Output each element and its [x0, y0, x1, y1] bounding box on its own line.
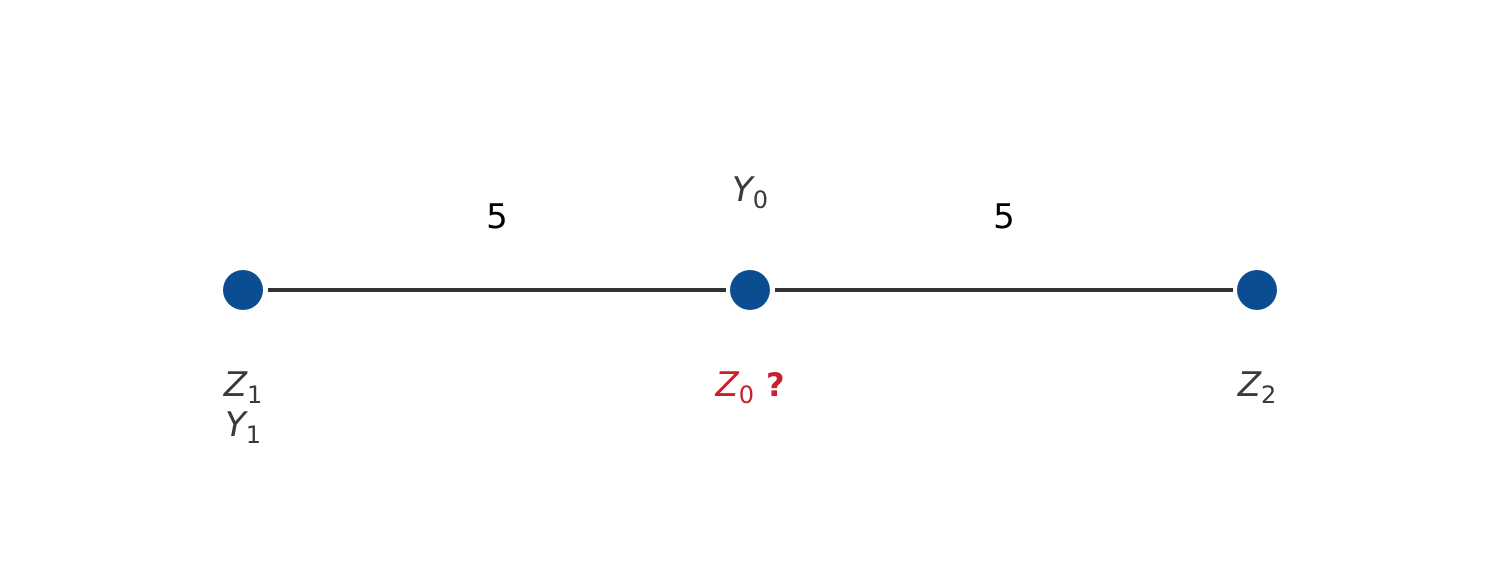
var-letter: Y: [225, 405, 248, 445]
edge-weight-n1-n0: 5: [486, 197, 508, 237]
node-n2-label-z: Z2: [1237, 365, 1277, 409]
var-letter: Z: [714, 365, 739, 405]
var-subscript: 1: [246, 421, 261, 449]
question-mark: ?: [766, 366, 785, 404]
node-n1: [223, 270, 263, 310]
node-n0-label-unknown: Z0?: [714, 365, 784, 409]
var-letter: Z: [1237, 365, 1262, 405]
var-letter: Y: [732, 170, 755, 210]
var-subscript: 1: [247, 381, 262, 409]
node-n0-label-above: Y0: [732, 170, 768, 214]
node-n0: [730, 270, 770, 310]
var-subscript: 2: [1261, 381, 1276, 409]
edge-weight-n0-n2: 5: [993, 197, 1015, 237]
var-letter: Z: [223, 365, 248, 405]
node-n2: [1237, 270, 1277, 310]
var-subscript: 0: [753, 186, 768, 214]
node-n1-label-z: Z1: [223, 365, 263, 409]
var-subscript: 0: [739, 381, 754, 409]
node-n1-label-y: Y1: [225, 405, 261, 449]
